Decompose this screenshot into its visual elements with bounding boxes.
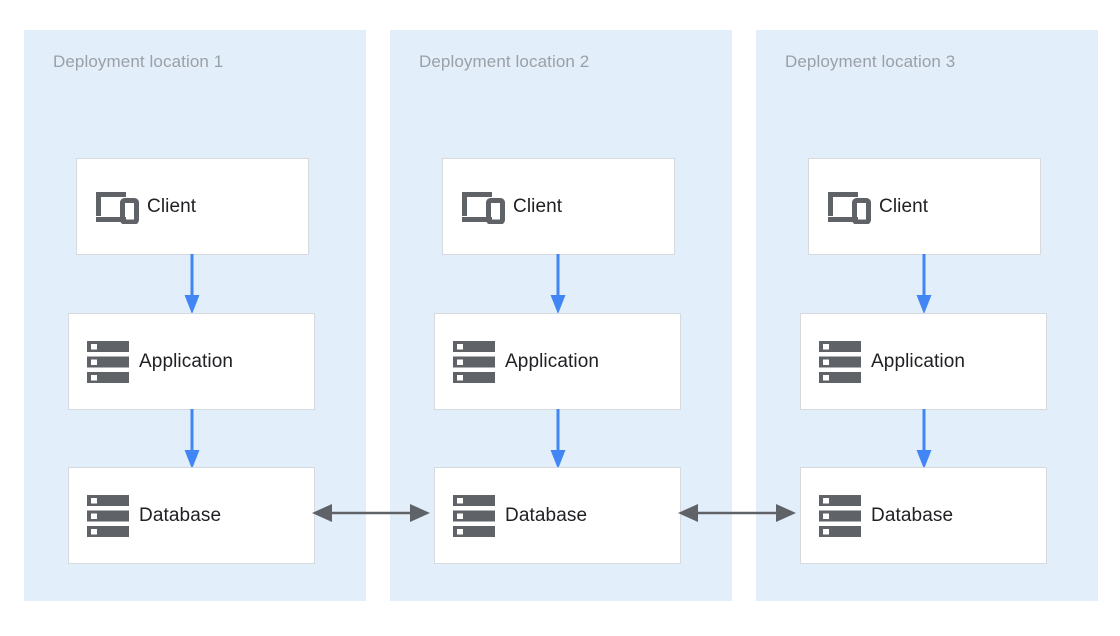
zone-3-label: Deployment location 3 bbox=[785, 52, 956, 71]
zone-1-database-node[interactable]: Database bbox=[68, 467, 315, 564]
zone-2-application-node[interactable]: Application bbox=[434, 313, 681, 410]
zone-3-application-to-database-arrow bbox=[911, 409, 937, 471]
zone-2-database-label: Database bbox=[505, 504, 588, 526]
zone-2-label: Deployment location 2 bbox=[419, 52, 590, 71]
database-replication-link-1-2 bbox=[311, 499, 431, 527]
zone-2-application-label: Application bbox=[505, 350, 600, 372]
server-stack-icon bbox=[443, 494, 505, 538]
zone-1-label: Deployment location 1 bbox=[53, 52, 224, 71]
zone-1-application-label: Application bbox=[139, 350, 234, 372]
zone-3-client-to-application-arrow bbox=[911, 254, 937, 316]
zone-3-database-label: Database bbox=[871, 504, 954, 526]
zone-3-client-label: Client bbox=[879, 195, 929, 217]
zone-3-application-node[interactable]: Application bbox=[800, 313, 1047, 410]
zone-1-client-label: Client bbox=[147, 195, 197, 217]
zone-3-client-node[interactable]: Client bbox=[808, 158, 1041, 255]
server-stack-icon bbox=[77, 494, 139, 538]
devices-icon bbox=[451, 190, 513, 224]
zone-1-application-to-database-arrow bbox=[179, 409, 205, 471]
devices-icon bbox=[817, 190, 879, 224]
zone-2-database-node[interactable]: Database bbox=[434, 467, 681, 564]
devices-icon bbox=[85, 190, 147, 224]
zone-1-application-node[interactable]: Application bbox=[68, 313, 315, 410]
zone-3-application-label: Application bbox=[871, 350, 966, 372]
zone-2-client-to-application-arrow bbox=[545, 254, 571, 316]
database-replication-link-2-3 bbox=[677, 499, 797, 527]
deployment-zone-3: Deployment location 3 Client bbox=[756, 30, 1098, 601]
zone-2-client-node[interactable]: Client bbox=[442, 158, 675, 255]
zone-2-client-label: Client bbox=[513, 195, 563, 217]
deployment-zone-2: Deployment location 2 Client bbox=[390, 30, 732, 601]
zone-1-database-label: Database bbox=[139, 504, 222, 526]
zone-1-client-to-application-arrow bbox=[179, 254, 205, 316]
zone-1-client-node[interactable]: Client bbox=[76, 158, 309, 255]
server-stack-icon bbox=[809, 494, 871, 538]
zone-2-application-to-database-arrow bbox=[545, 409, 571, 471]
zone-3-database-node[interactable]: Database bbox=[800, 467, 1047, 564]
deployment-zone-1: Deployment location 1 Client bbox=[24, 30, 366, 601]
server-stack-icon bbox=[77, 340, 139, 384]
server-stack-icon bbox=[809, 340, 871, 384]
server-stack-icon bbox=[443, 340, 505, 384]
